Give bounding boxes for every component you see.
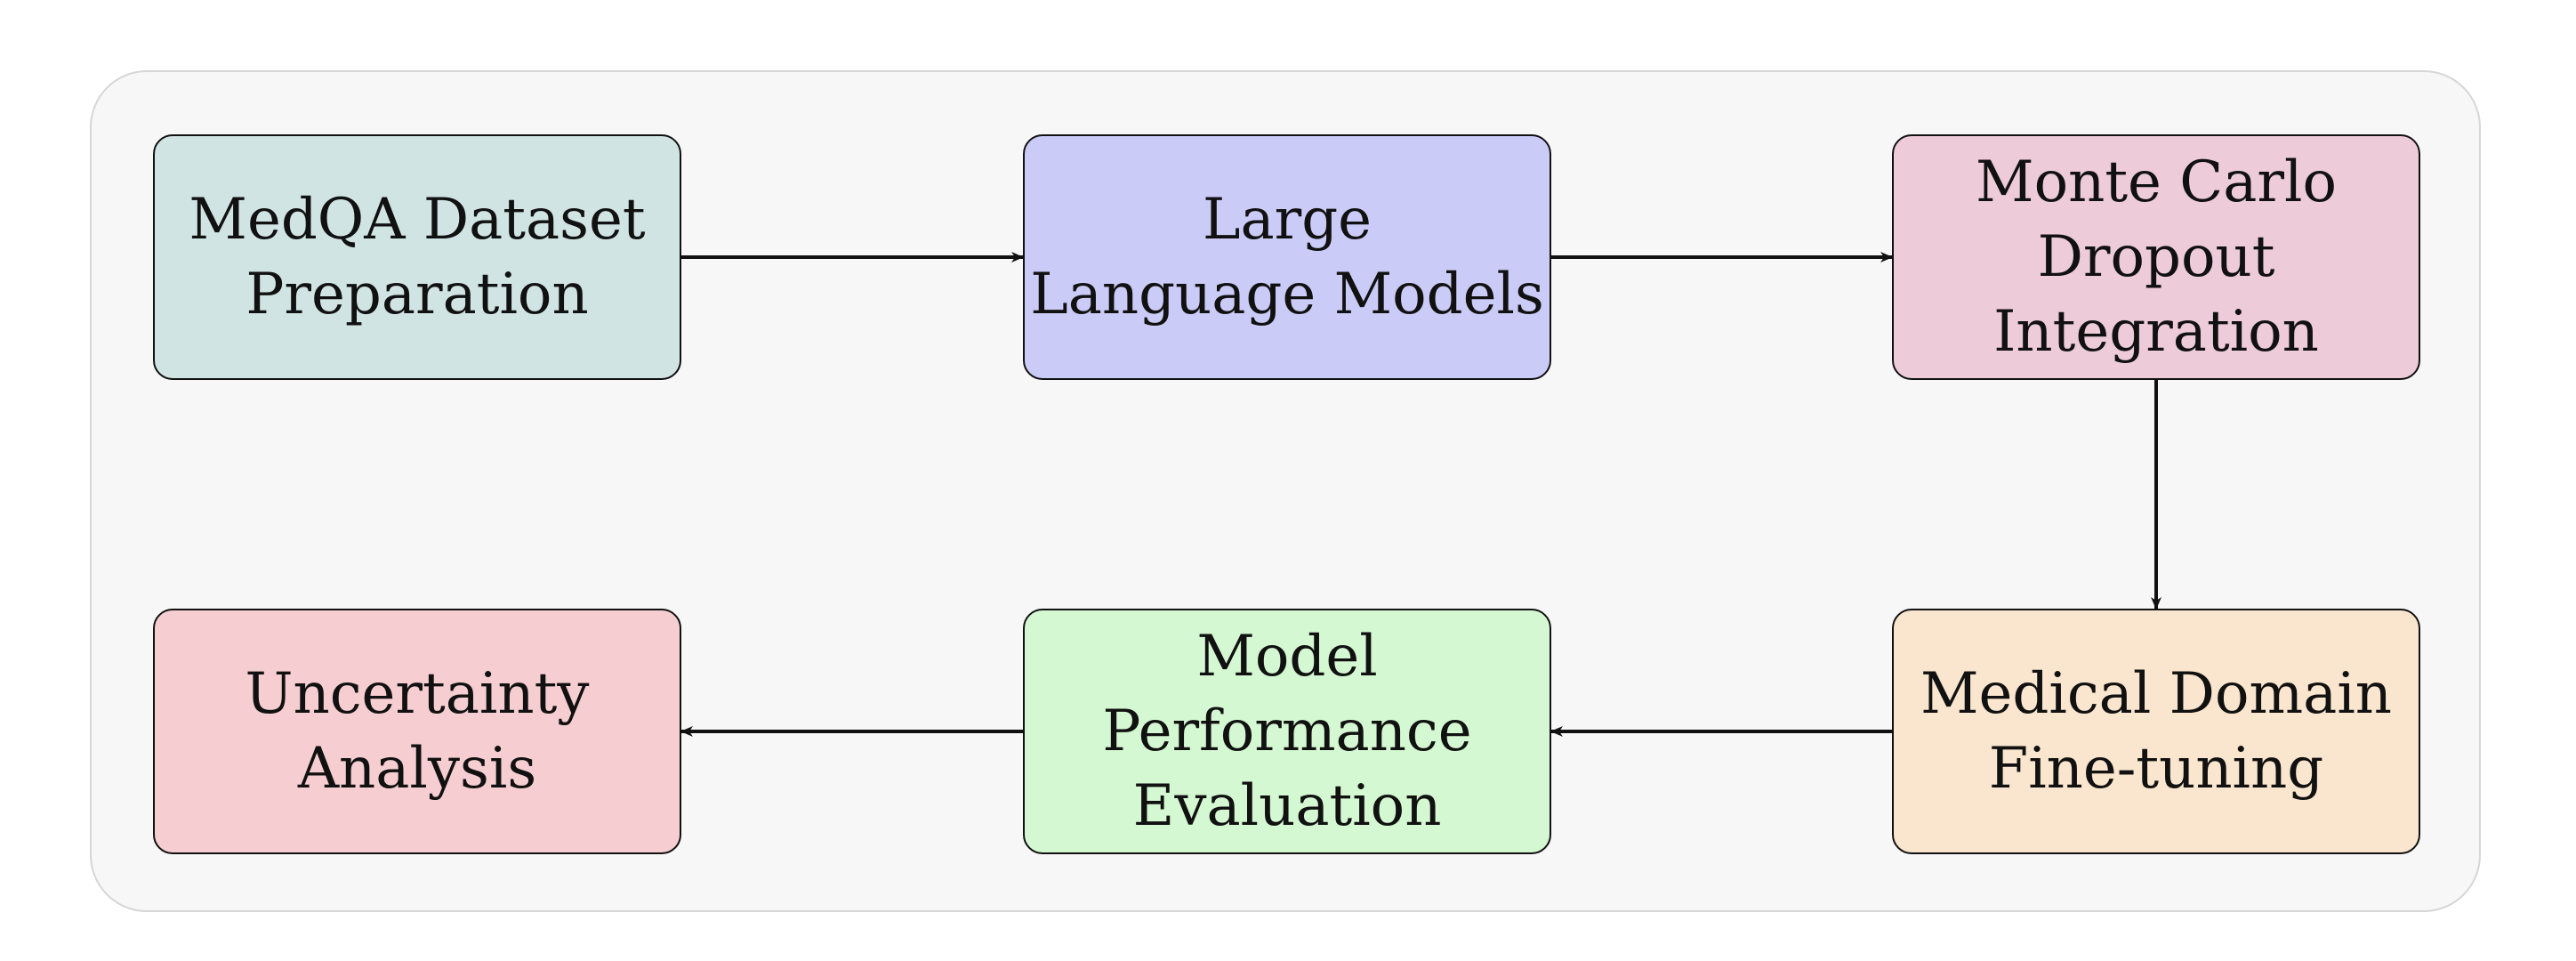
node-uncertainty-analysis: Uncertainty Analysis bbox=[153, 609, 681, 854]
node-large-language-models: Large Language Models bbox=[1023, 134, 1551, 380]
node-label-line: Fine-tuning bbox=[1988, 736, 2324, 802]
node-medical-domain-fine-tuning: Medical Domain Fine-tuning bbox=[1892, 609, 2420, 854]
node-medqa-dataset-preparation: MedQA Dataset Preparation bbox=[153, 134, 681, 380]
node-label-line: Model bbox=[1196, 624, 1378, 690]
node-label-line: Medical Domain bbox=[1920, 661, 2393, 727]
node-label-line: Performance bbox=[1102, 699, 1472, 764]
node-label-line: Language Models bbox=[1030, 262, 1544, 327]
node-label-line: Evaluation bbox=[1132, 773, 1442, 839]
node-label-line: Dropout bbox=[2037, 224, 2275, 290]
node-label-line: Integration bbox=[1993, 299, 2319, 365]
node-label-line: MedQA Dataset bbox=[189, 187, 646, 253]
node-monte-carlo-dropout-integration: Monte Carlo Dropout Integration bbox=[1892, 134, 2420, 380]
node-label-line: Monte Carlo bbox=[1976, 149, 2337, 215]
node-model-performance-evaluation: Model Performance Evaluation bbox=[1023, 609, 1551, 854]
node-label-line: Analysis bbox=[297, 736, 537, 802]
node-label-line: Preparation bbox=[246, 262, 589, 327]
node-label-line: Uncertainty bbox=[245, 661, 590, 727]
node-label-line: Large bbox=[1202, 187, 1373, 253]
